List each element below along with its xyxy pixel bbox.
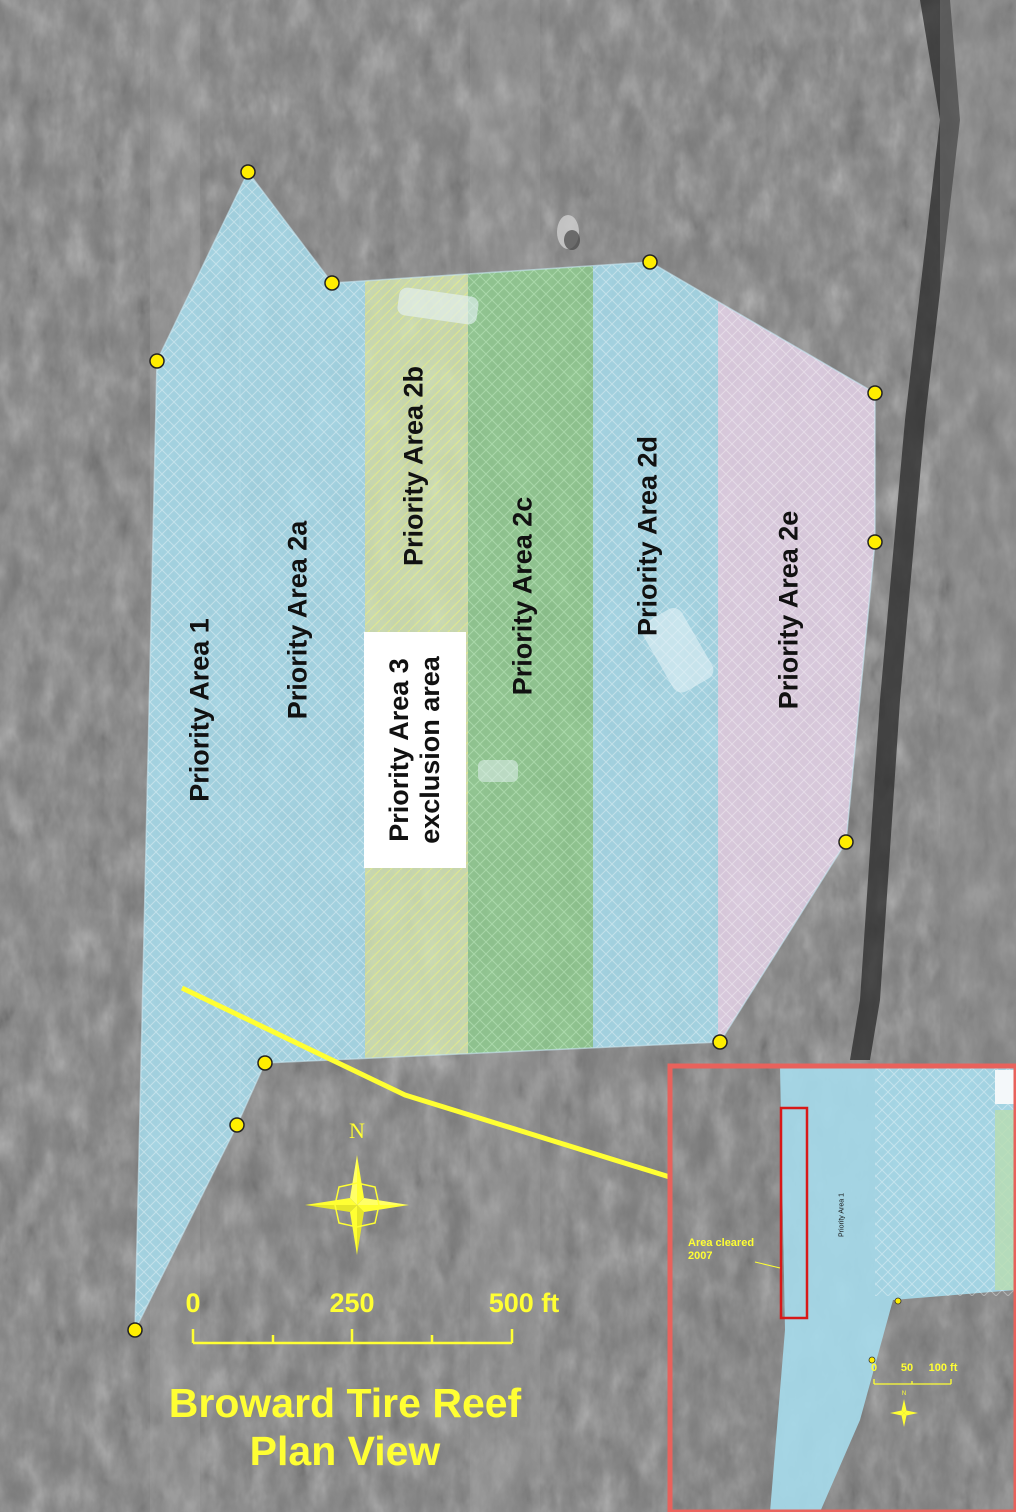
vertex-marker [127,1322,143,1338]
label-priority-area-2c: Priority Area 2c [507,496,538,696]
inset-scale-label-0: 0 [870,1362,878,1374]
vertex-marker [867,534,883,550]
scale-label-0: 0 [185,1288,201,1318]
inset-cleared-label-line1: Area cleared [688,1237,755,1249]
vertex-marker [229,1117,245,1133]
exclusion-area-box [364,632,466,868]
vertex-marker [838,834,854,850]
vertex-marker [642,254,658,270]
wreck-2b [397,287,479,325]
map-title-line1: Broward Tire Reef [168,1380,522,1426]
inset-scale-label-100: 100 ft [928,1362,958,1374]
inset-border [667,1063,1016,1512]
wreck-2c [478,760,518,782]
vertex-marker [712,1034,728,1050]
map-title-line2: Plan View [249,1428,441,1474]
vertex-marker [257,1055,273,1071]
north-label: N [349,1118,365,1143]
vertex-marker [149,353,165,369]
inset-north-arrow-icon [890,1399,918,1427]
label-exclusion-area: Priority Area 3 exclusion area [384,656,445,844]
inset-map [670,1066,1016,1512]
reef-outline [134,170,876,1331]
label-priority-area-2d: Priority Area 2d [632,435,663,637]
cleared-leader-line [754,1261,781,1269]
label-priority-area-2e: Priority Area 2e [773,510,804,710]
vertex-marker [867,385,883,401]
scale-label-500: 500 ft [488,1288,560,1318]
cleared-area-box [779,1106,809,1320]
inset-north-label: N [901,1391,907,1397]
inset-cleared-label-line2: 2007 [688,1250,713,1262]
label-priority-area-2a: Priority Area 2a [282,520,313,720]
vertex-marker [324,275,340,291]
inset-scale-label-50: 50 [900,1362,914,1374]
scale-bar [191,1329,514,1345]
escarpment [850,0,960,1060]
wreck-2d [641,608,714,693]
inset-label-priority-area-1: Priority Area 1 [838,1193,846,1237]
label-priority-area-1: Priority Area 1 [184,618,215,802]
label-priority-area-2b: Priority Area 2b [398,365,429,567]
vertex-marker [240,164,256,180]
inset-scale-bar [873,1379,952,1385]
scale-label-250: 250 [329,1288,375,1318]
vertex-markers [127,164,883,1338]
north-arrow-icon [305,1155,409,1255]
